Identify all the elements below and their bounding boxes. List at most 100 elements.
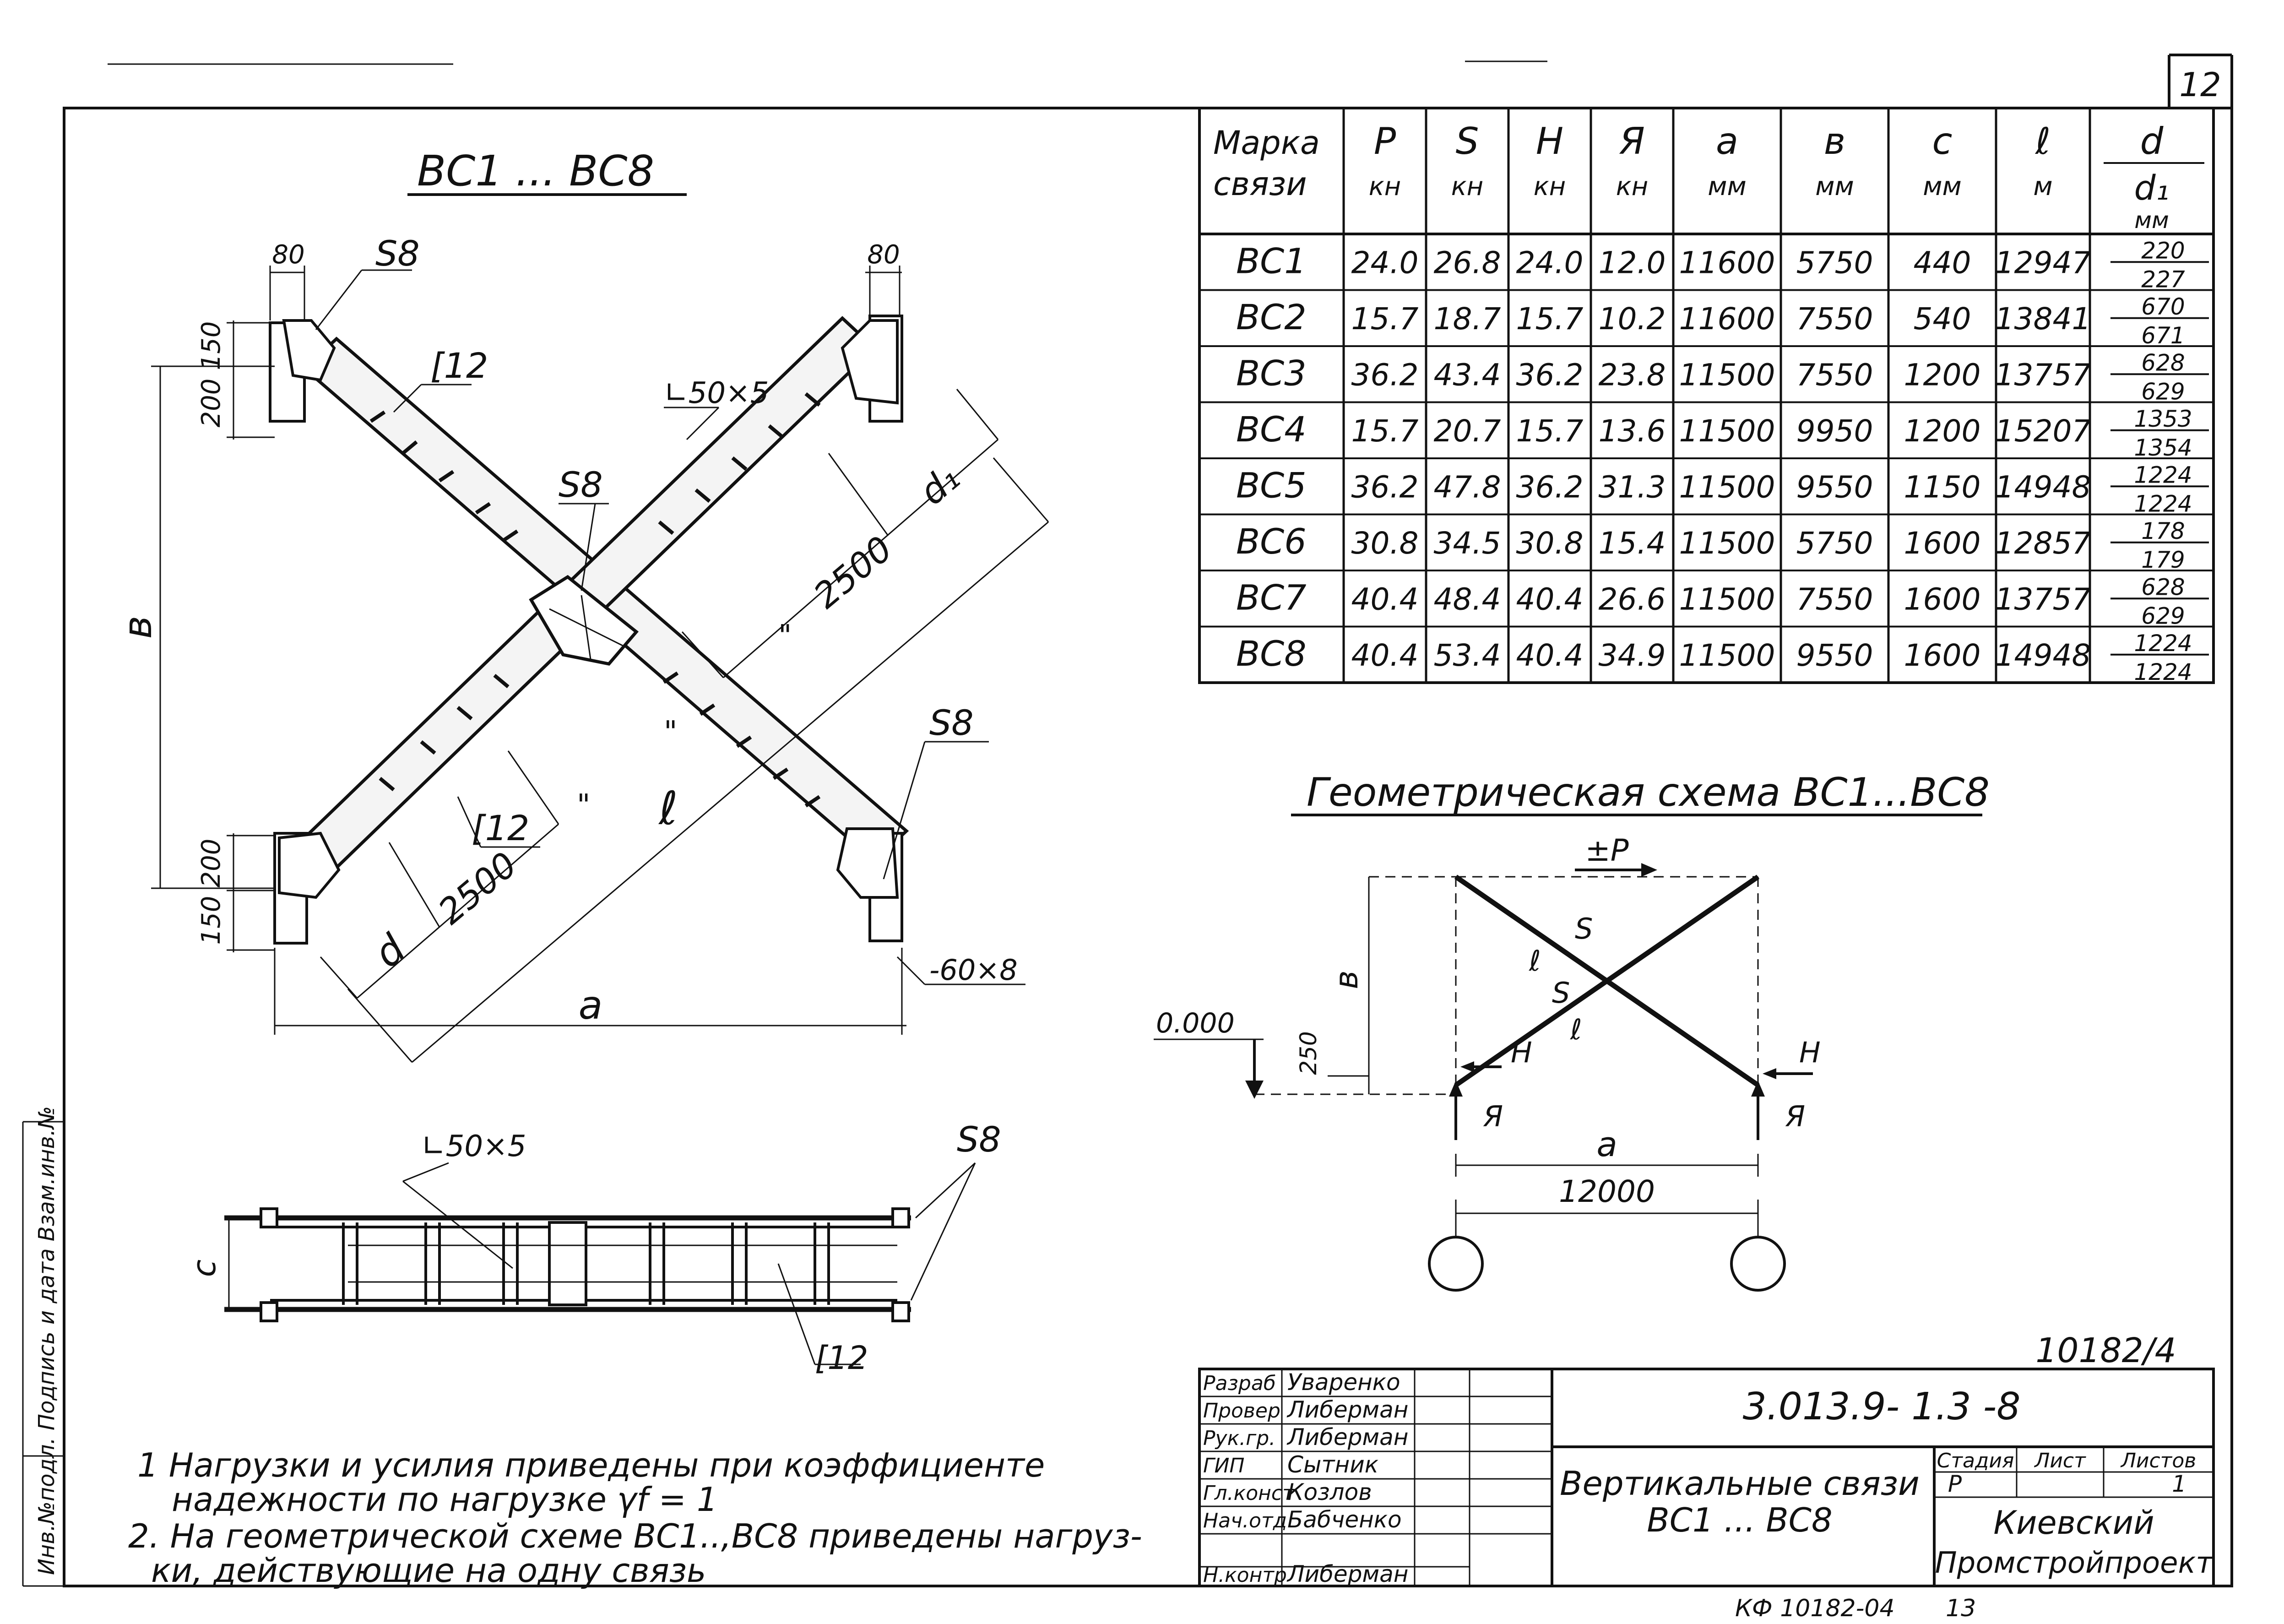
table-cell: 36.2 (1516, 357, 1584, 392)
geometry-member-l2: ℓ (1570, 1013, 1582, 1046)
side-stamp: Инв.№подл. Подпись и дата Взам.инв.№ (34, 1106, 60, 1575)
table-cell-d1: 1224 (2134, 491, 2192, 517)
table-cell: 40.4 (1351, 581, 1419, 617)
table-cell: 12947 (1995, 245, 2091, 280)
geometric-scheme (1154, 863, 1813, 1292)
role-name: Бабченко (1287, 1506, 1402, 1533)
table-cell: 20.7 (1434, 413, 1501, 449)
organization-line2: Промстройпроект (1935, 1546, 2214, 1580)
geometry-ya-right: Я (1785, 1100, 1805, 1133)
table-cell: ВС3 (1236, 353, 1307, 393)
table-cell: 18.7 (1434, 301, 1501, 337)
table-cell: ВС1 (1236, 240, 1307, 281)
sheets-value: 1 (2172, 1471, 2186, 1497)
table-cell: 11500 (1679, 413, 1775, 449)
footer-page: 13 (1946, 1595, 1976, 1622)
table-cell: ВС8 (1236, 633, 1307, 674)
table-cell: 5750 (1796, 245, 1873, 280)
table-cell: 5750 (1796, 526, 1873, 561)
table-cell: 1200 (1904, 413, 1981, 449)
table-cell-d: 628 (2141, 574, 2185, 600)
label-s8-plan: S8 (957, 1119, 1001, 1160)
plan-view (224, 1162, 976, 1365)
label-dim-c: c (185, 1260, 223, 1277)
title-block (1198, 1368, 2215, 1587)
table-cell: 26.8 (1434, 245, 1501, 280)
table-header-bottom: кн (1369, 172, 1401, 201)
page-number: 12 (2179, 65, 2221, 104)
table-cell: 11500 (1679, 638, 1775, 673)
table-cell: 9950 (1796, 413, 1873, 449)
table-header-bottom: кн (1534, 172, 1566, 201)
table-cell: 9550 (1796, 469, 1873, 505)
label-c12-plan: [12 (815, 1339, 868, 1377)
table-cell: 40.4 (1351, 638, 1419, 673)
data-table: МаркасвязиPкнSкнHкнЯкнaммвммcммℓмdd₁ммВС… (1198, 107, 2215, 685)
table-cell-d1: 179 (2141, 547, 2185, 573)
role-name: Уваренко (1287, 1369, 1400, 1396)
table-cell: 14948 (1995, 469, 2091, 505)
table-cell: 9550 (1796, 638, 1873, 673)
note-line-3: 2. На геометрической схеме ВС1..,ВС8 при… (128, 1517, 1142, 1555)
geometry-title: Геометрическая схема ВС1...ВС8 (1307, 770, 1990, 815)
geometry-dim-a: a (1596, 1125, 1617, 1164)
table-cell: 13757 (1995, 357, 2091, 392)
table-cell-d: 1224 (2134, 462, 2192, 488)
role-name: Либерман (1286, 1561, 1408, 1587)
document-title-line1: Вертикальные связи (1560, 1464, 1920, 1503)
table-cell: 440 (1914, 245, 1971, 280)
table-cell: 24.0 (1351, 245, 1419, 280)
table-cell: 36.2 (1516, 469, 1584, 505)
dimension-lines (151, 266, 1049, 1063)
table-cell: 7550 (1796, 301, 1873, 337)
role-label: Нач.отд (1203, 1509, 1287, 1532)
table-cell: 11500 (1679, 469, 1775, 505)
table-cell: 13757 (1995, 581, 2091, 617)
table-cell: 40.4 (1516, 581, 1584, 617)
geometry-member-s2: S (1552, 976, 1570, 1010)
table-cell-d1: 629 (2141, 603, 2185, 630)
table-cell: 15.7 (1516, 413, 1584, 449)
label-150-top: 150 (196, 321, 226, 370)
table-cell: 1600 (1904, 638, 1981, 673)
table-cell: ВС6 (1236, 521, 1307, 562)
label-ditto-2: " (577, 788, 590, 822)
table-cell: 15.7 (1351, 301, 1419, 337)
table-cell: 540 (1914, 301, 1971, 337)
stage-value: Р (1948, 1471, 1962, 1497)
geometry-dim-b: в (1328, 970, 1365, 989)
role-label: Гл.конст (1203, 1482, 1295, 1505)
sheets-label: Листов (2120, 1449, 2196, 1472)
label-angle-plan: ∟50×5 (421, 1130, 526, 1163)
table-cell-d1: 671 (2141, 322, 2185, 349)
organization-line1: Киевский (1993, 1504, 2154, 1542)
table-cell: 15.4 (1599, 526, 1666, 561)
label-150-bottom: 150 (196, 896, 226, 945)
table-cell: 12857 (1995, 526, 2091, 561)
table-header-bottom: связи (1213, 165, 1307, 203)
table-header-top: S (1456, 120, 1479, 163)
table-cell: 31.3 (1599, 469, 1666, 505)
table-header-top: Я (1619, 120, 1645, 163)
table-header-top: c (1932, 120, 1953, 163)
table-cell-d: 1224 (2134, 630, 2192, 657)
role-name: Либерман (1286, 1396, 1408, 1423)
table-cell: 1600 (1904, 526, 1981, 561)
role-label: Рук.гр. (1203, 1427, 1275, 1450)
table-cell: 23.8 (1599, 357, 1666, 392)
role-name: Сытник (1287, 1451, 1378, 1478)
table-header-bottom: кн (1451, 172, 1483, 201)
table-cell: 10.2 (1599, 301, 1666, 337)
table-cell-d: 628 (2141, 349, 2185, 376)
table-header-top: Марка (1213, 124, 1320, 162)
end-gussets (269, 315, 903, 945)
table-cell: 13841 (1995, 301, 2091, 337)
table-cell: 36.2 (1351, 357, 1419, 392)
table-header-top: P (1374, 120, 1396, 163)
table-cell: 11600 (1679, 245, 1775, 280)
table-header-bottom: мм (1923, 172, 1962, 201)
role-label: Провер (1203, 1399, 1280, 1423)
role-label: ГИП (1203, 1454, 1245, 1477)
table-cell: 47.8 (1434, 469, 1501, 505)
table-header-bottom: мм (1708, 172, 1747, 201)
